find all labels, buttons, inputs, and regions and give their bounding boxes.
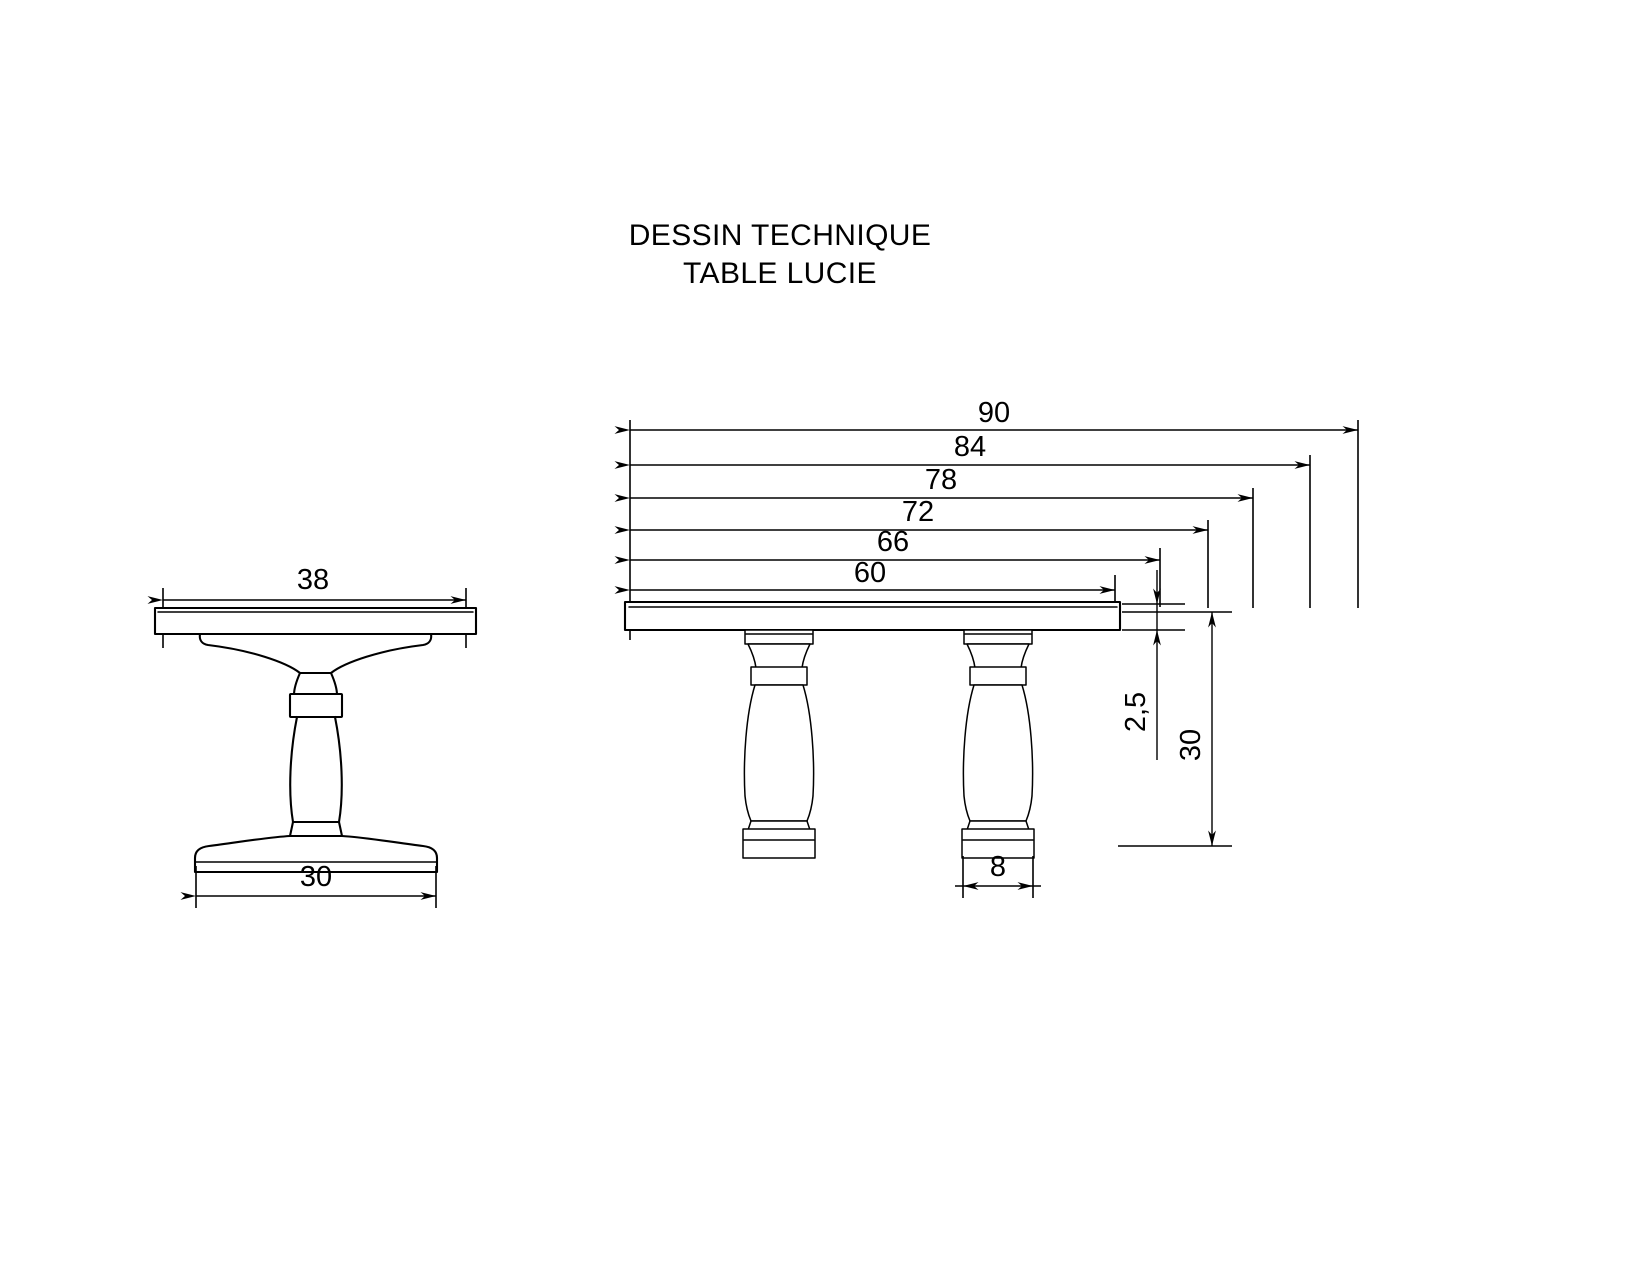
dimension-label-78: 78 [925,464,957,496]
dimension-label-90: 90 [978,397,1010,429]
dimension-30-height: 30 [1118,611,1232,847]
front-view-group: 90 84 78 72 [614,397,1359,898]
side-view-collar-ring [288,692,344,719]
side-view-group: 38 [147,564,478,908]
dimension-78: 78 [614,464,1254,608]
side-view-baluster [289,715,343,824]
dimension-label-60: 60 [854,557,886,589]
side-view-apron [198,632,433,675]
side-view-foot-neck [288,820,344,838]
dimension-label-72: 72 [902,496,934,528]
dimension-2-5: 2,5 [1120,570,1185,760]
title-line-2: TABLE LUCIE [683,257,877,290]
dimension-label-66: 66 [877,526,909,558]
dimension-8: 8 [955,851,1041,898]
side-view-base-foot [193,834,439,874]
front-view-leg-right [961,629,1035,859]
dimension-30-base: 30 [180,861,437,908]
dimension-66: 66 [614,526,1161,607]
dimension-label-38: 38 [297,564,329,596]
dimension-90: 90 [614,397,1359,608]
dimension-label-2-5: 2,5 [1120,692,1152,732]
dimension-label-30-height: 30 [1175,729,1207,761]
dimension-60: 60 [614,557,1116,612]
dimension-label-84: 84 [954,431,986,463]
dimension-84: 84 [614,431,1311,608]
side-view-pedestal-upper [292,671,339,697]
side-view-tabletop [153,606,478,636]
title-line-1: DESSIN TECHNIQUE [629,219,932,252]
dimension-72: 72 [614,496,1209,608]
dimension-label-30-base: 30 [300,861,332,893]
front-view-leg-left [742,629,816,859]
title-block: DESSIN TECHNIQUE TABLE LUCIE [629,219,932,290]
dimension-label-8: 8 [990,851,1006,883]
front-view-tabletop [623,600,1122,632]
dimension-38: 38 [147,564,467,648]
